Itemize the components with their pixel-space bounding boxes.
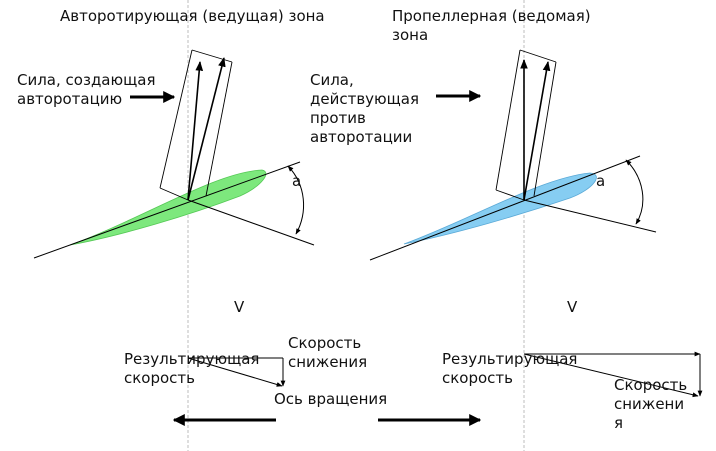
right-airfoil: [403, 172, 597, 245]
left-velocity-triangle: [172, 357, 286, 426]
left-airfoil: [69, 169, 267, 246]
right-angle-arc: [625, 159, 644, 225]
right-parallelogram-bottom: [495, 189, 525, 201]
left-zone-title: Авторотирующая (ведущая) зона: [60, 7, 325, 25]
right-resultant-speed-label: Результирующая скорость: [442, 350, 578, 387]
left-parallelogram-side-2: [205, 61, 233, 197]
right-zone-title: Пропеллерная (ведомая) зона: [392, 7, 591, 44]
right-parallelogram-top: [519, 49, 557, 63]
right-velocity-label: V: [567, 298, 578, 316]
left-resultant-velocity-vector: [187, 357, 283, 387]
right-blade-diagram: [369, 49, 657, 261]
left-blade-diagram: [33, 49, 315, 259]
left-chord-line: [33, 161, 301, 259]
left-force-label: Сила, создающая авторотацию: [17, 71, 156, 108]
left-descent-speed-label: Скорость снижения: [288, 334, 368, 371]
rotation-axis-label: Ось вращения: [274, 390, 388, 408]
left-angle-label: a: [292, 172, 302, 190]
left-lift-vector: [187, 57, 226, 201]
right-force-label: Сила, действующая против авторотации: [310, 71, 420, 146]
left-angle-arc: [287, 165, 305, 235]
right-resultant-velocity-vector: [523, 353, 699, 398]
right-descent-speed-label: Скорость снижени я: [614, 376, 688, 432]
left-horizontal-line: [187, 199, 315, 246]
left-resultant-speed-label: Результирующая скорость: [124, 350, 260, 387]
right-parallelogram-side-1: [495, 49, 521, 191]
right-angle-label: a: [596, 172, 606, 190]
left-parallelogram-top: [191, 49, 233, 63]
right-chord-line: [369, 155, 641, 261]
right-horizontal-line: [523, 199, 657, 233]
left-velocity-label: V: [234, 298, 245, 316]
left-total-force-vector: [187, 61, 204, 201]
right-parallelogram-side-2: [533, 61, 557, 197]
left-parallelogram-side-1: [159, 49, 193, 189]
left-parallelogram-bottom: [159, 187, 189, 201]
right-velocity-triangle: [378, 351, 703, 426]
right-lift-vector: [523, 61, 551, 201]
